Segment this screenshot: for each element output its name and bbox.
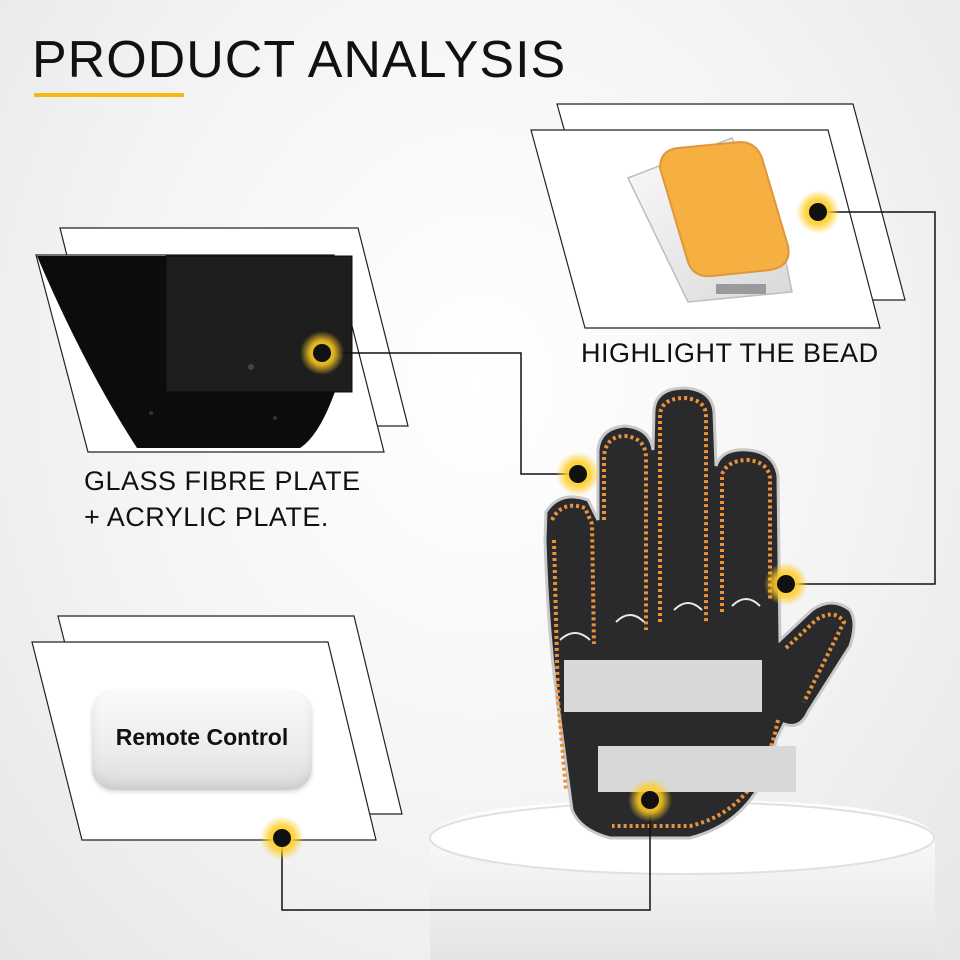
glass-label-line1: GLASS FIBRE PLATE [84,466,361,496]
glass-dot [300,331,344,375]
glass-label: GLASS FIBRE PLATE + ACRYLIC PLATE. [84,463,361,535]
led-strips [550,395,847,828]
glass-connector-line [322,352,578,475]
remote-dot [260,816,304,860]
hand-glass-dot [556,452,600,496]
hand-light-device [543,386,856,840]
glass-panel [35,227,409,453]
connector-lines [281,211,936,911]
led-bead-chip [626,137,793,303]
remote-connector-line [281,800,651,911]
bead-connector-line [786,211,936,585]
bead-panel [530,103,906,329]
glass-label-line2: + ACRYLIC PLATE. [84,502,329,532]
bead-label: HIGHLIGHT THE BEAD [581,338,879,368]
label-sticker-bottom [598,746,796,792]
remote-label: Remote Control [115,724,289,750]
title-underline [34,93,184,97]
label-sticker-top [564,660,762,712]
callout-dots [260,190,840,860]
hand-bead-dot [764,562,808,606]
hand-body [543,386,856,840]
page-title: PRODUCT ANALYSIS [32,31,567,89]
bead-dot [796,190,840,234]
remote-control-chip: Remote Control [92,690,312,790]
hand-remote-dot [628,778,672,822]
